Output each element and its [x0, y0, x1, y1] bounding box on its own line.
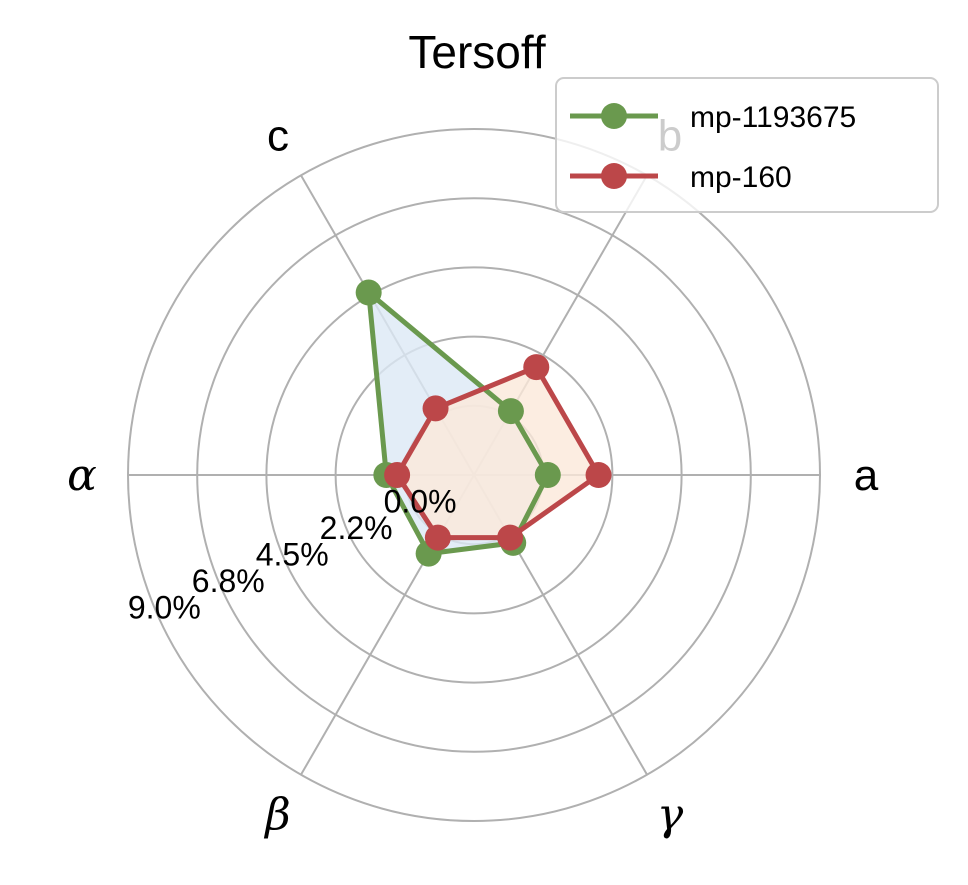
data-point — [497, 398, 524, 425]
radial-tick-label: 2.2% — [320, 510, 393, 546]
data-point — [424, 524, 451, 551]
data-point — [422, 395, 449, 422]
series-lines — [355, 279, 612, 567]
radial-tick-label: 9.0% — [128, 589, 201, 625]
legend-label: mp-160 — [690, 161, 792, 194]
legend-marker — [601, 163, 627, 189]
axis-label: a — [854, 451, 879, 500]
radial-tick-label: 4.5% — [256, 536, 329, 572]
axis-label: β — [263, 789, 290, 840]
legend: mp-1193675 mp-160 — [555, 77, 939, 213]
chart-title: Tersoff — [408, 26, 545, 78]
data-point — [355, 279, 382, 306]
data-point — [384, 462, 411, 488]
legend-label: mp-1193675 — [690, 101, 856, 134]
data-point — [523, 354, 550, 381]
axis-label: γ — [657, 789, 684, 840]
data-point — [585, 462, 612, 488]
radial-tick-label: 0.0% — [384, 483, 457, 519]
radial-tick-label: 6.8% — [192, 563, 265, 599]
data-point — [534, 462, 561, 488]
data-point — [497, 524, 524, 551]
legend-marker — [601, 103, 627, 129]
axis-label: c — [267, 112, 289, 161]
axis-label: α — [67, 450, 97, 501]
radial-tick-labels: 0.0%2.2%4.5%6.8%9.0% — [128, 483, 457, 625]
